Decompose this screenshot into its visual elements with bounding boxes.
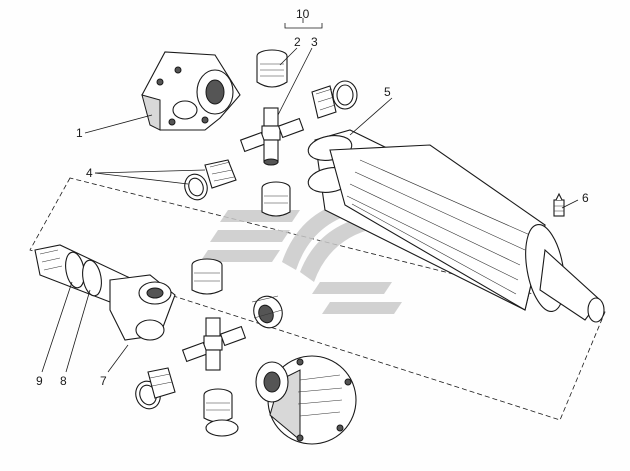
bearing-cup-right <box>311 80 358 119</box>
callout-10: 10 <box>296 7 310 21</box>
bearing-cup-lower-right <box>251 295 283 329</box>
bearing-cup-lower <box>191 258 223 295</box>
callout-3: 3 <box>311 35 318 49</box>
bearing-cup-top <box>256 49 288 88</box>
cross-spider-top <box>239 107 305 166</box>
flange-yoke-bottom <box>255 355 357 445</box>
grease-nipple <box>553 192 565 217</box>
leader-lines <box>41 18 579 373</box>
callout-4: 4 <box>86 166 93 180</box>
splined-tube <box>307 129 605 323</box>
retaining-ring-bottom <box>135 367 176 410</box>
callout-1: 1 <box>76 126 83 140</box>
cross-spider-bottom <box>181 317 247 371</box>
callout-5: 5 <box>384 85 391 99</box>
splined-shaft-yoke <box>34 244 176 341</box>
callout-6: 6 <box>582 191 589 205</box>
bearing-cup-bottom <box>203 388 239 437</box>
callout-8: 8 <box>60 374 67 388</box>
assembly-outline <box>29 177 606 421</box>
callout-7: 7 <box>100 374 107 388</box>
retaining-ring-left <box>184 159 237 201</box>
callout-2: 2 <box>294 35 301 49</box>
callout-9: 9 <box>36 374 43 388</box>
bearing-cup-middle <box>261 181 291 217</box>
flange-yoke-top <box>141 51 241 131</box>
